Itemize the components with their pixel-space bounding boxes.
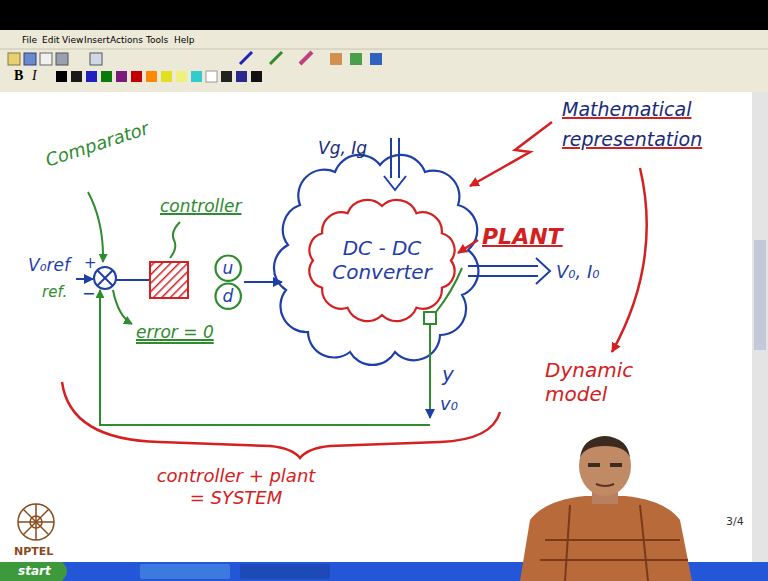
circle-shape xyxy=(215,255,240,280)
cloud-shape xyxy=(309,199,454,320)
sensor-box xyxy=(424,312,436,324)
plant-label: PLANT xyxy=(482,224,563,250)
system-brace xyxy=(62,382,500,458)
scroll-thumb xyxy=(754,240,766,350)
error-label: error = 0 xyxy=(136,322,214,342)
menu-item: Edit xyxy=(42,35,59,46)
scrollbar xyxy=(752,92,768,562)
controller-leader xyxy=(170,222,180,258)
control-wire xyxy=(244,281,282,283)
comparator-leader xyxy=(88,192,103,262)
controller-block xyxy=(150,262,188,298)
controller-label: controller xyxy=(160,196,241,216)
presenter xyxy=(520,436,692,581)
outer-cloud xyxy=(274,155,478,365)
node-text: d xyxy=(223,286,234,306)
color-palette xyxy=(56,71,262,82)
menu-item: Tools xyxy=(146,35,168,46)
model-label: Dynamic model xyxy=(545,358,660,406)
bold-button: B xyxy=(14,68,23,85)
menu-toolbar xyxy=(0,30,768,92)
task-button xyxy=(140,564,230,579)
plant-arrow xyxy=(458,240,478,253)
model-arrow xyxy=(612,168,647,352)
start-button xyxy=(0,562,67,581)
control-variable: d xyxy=(214,282,242,310)
toolbar-separator xyxy=(0,49,768,50)
reference-wire xyxy=(76,278,93,280)
nptel-logo xyxy=(18,504,54,540)
node-text: u xyxy=(223,258,234,278)
task-button xyxy=(240,564,330,579)
reference-signal: V₀ref xyxy=(28,255,70,275)
circle-shape xyxy=(215,283,240,308)
logo-text: NPTEL xyxy=(14,545,53,558)
model-note: Mathematical representation xyxy=(562,94,737,155)
italic-button: I xyxy=(32,68,37,85)
minus-sign: − xyxy=(82,284,95,303)
error-wire xyxy=(116,279,150,281)
reference-note: ref. xyxy=(42,283,67,301)
menu-item: File xyxy=(22,35,37,46)
toolbar-icons xyxy=(8,52,382,65)
error-leader xyxy=(113,290,132,324)
menu-item: Actions xyxy=(110,35,143,46)
system-note: controller + plant = SYSTEM xyxy=(150,465,322,508)
representation-arrow xyxy=(470,122,552,186)
comparator-symbol xyxy=(94,267,116,289)
canvas xyxy=(0,92,752,562)
plus-sign: + xyxy=(84,254,97,272)
measured-output xyxy=(429,324,431,418)
page-number: 3/4 xyxy=(726,515,744,528)
output-voltage: v₀ xyxy=(440,393,458,415)
output-signal: V₀, I₀ xyxy=(556,261,600,283)
supply-arrow xyxy=(384,138,406,190)
feedback-signal: y xyxy=(442,362,454,386)
node-text: DC - DC Converter xyxy=(330,236,434,284)
title-bar xyxy=(0,0,768,30)
menu-item: View xyxy=(62,35,83,46)
menu-item: Help xyxy=(174,35,195,46)
converter-cloud: DC - DC Converter xyxy=(305,198,459,323)
start-label: start xyxy=(18,564,51,578)
output-arrow xyxy=(468,258,550,284)
input-signal: Vg, Ig xyxy=(318,138,367,158)
menu-item: Insert xyxy=(84,35,110,46)
control-variable: u xyxy=(214,254,242,282)
